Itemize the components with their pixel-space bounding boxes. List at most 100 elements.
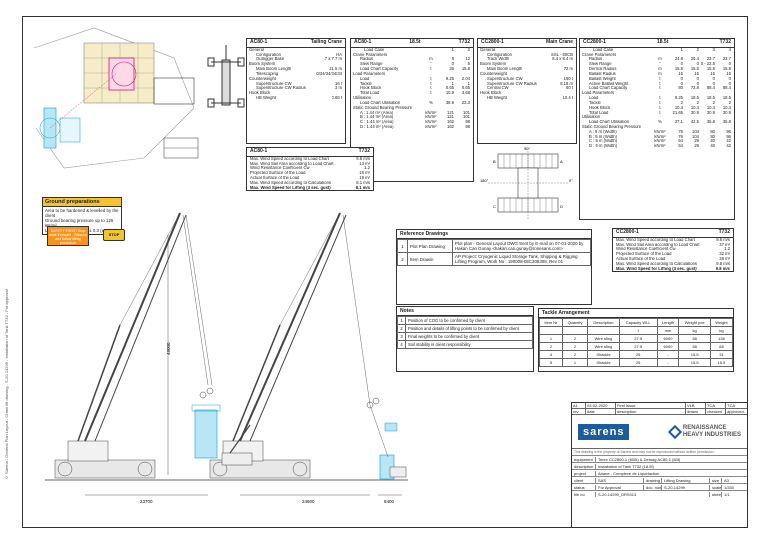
equipment-value: Terex CC2800-1 (600t) & Demag AC80-1 (80… <box>598 456 681 462</box>
side-disclaimer: © Sarens - General Plan Layout - Crane l… <box>4 289 9 480</box>
disclaimer: This drawing is the property of Sarens a… <box>574 450 715 454</box>
stop-badge: STOP <box>103 229 125 241</box>
svg-text:A: A <box>560 159 563 164</box>
table-row: 1 Plot Plan Drawing Plot plan - General … <box>397 239 591 253</box>
section-boom: Boom System <box>249 61 276 67</box>
dim-mid-span: 24600 <box>302 499 315 504</box>
table-row: Max. Wind Sail Area according to Load Ch… <box>616 242 730 247</box>
dim-boom-height: 49000 <box>166 342 171 355</box>
svg-text:B: B <box>493 159 496 164</box>
revision-header-row: rev date description drawn checked appro… <box>572 409 747 415</box>
angle-top: 90° <box>524 146 530 151</box>
dim-right-span: 8400 <box>384 499 395 504</box>
main-crane-elevation-2 <box>209 212 371 479</box>
table-row: 2 Item Drawin AP Project: Cryogenic Liqu… <box>397 252 591 266</box>
description-value: Installation of Tank T732 (18.5t) <box>598 463 654 469</box>
ac80-outrigger-plan <box>207 45 245 108</box>
cc2800-track-plan: 90° 180° 0° B A C D <box>480 146 573 220</box>
renaissance-diamond-icon <box>667 424 682 439</box>
reference-title: Reference Drawings <box>397 230 591 239</box>
ground-prep-line: Ground bearing pressure up to 125 kN/m² <box>45 218 114 228</box>
title-block: A1 03-02-2020 First Issue VLB TCA TCA re… <box>571 402 748 528</box>
svg-text:D: D <box>560 204 563 209</box>
ground-prep-line: Area to be hardened & levelled by the cl… <box>45 208 119 218</box>
reference-drawings: Reference Drawings 1 Plot Plan Drawing P… <box>396 229 592 305</box>
site-plan-view <box>24 18 214 183</box>
ground-prep-title: Ground preparations <box>43 198 121 207</box>
section-general: General <box>249 46 264 52</box>
revision-row: A1 03-02-2020 First Issue VLB TCA TCA <box>572 403 747 409</box>
angle-left: 180° <box>480 178 489 183</box>
table-row: Max. Wind Sail Area according to Load Ch… <box>250 161 370 166</box>
tank-load-1 <box>194 409 218 459</box>
section-counterweight: Counterweight <box>249 75 277 81</box>
tackle-title: Tackle Arrangement <box>539 309 733 318</box>
dim-left-span: 23700 <box>140 499 153 504</box>
table-row: Max. Wind Speed according to Calculation… <box>616 261 730 266</box>
table-row: Max. Wind Speed for Lifting (3 sec. gust… <box>250 185 370 190</box>
notes-title: Notes <box>397 307 533 316</box>
crane-id: AC80-1 <box>250 39 268 45</box>
main-crane-elevation-1 <box>54 212 213 479</box>
section-hook: Hook Block <box>249 90 271 96</box>
crane-role: Tailing Crane <box>310 39 342 45</box>
safety-warning: SAFETY FIRST! Stop work if unsafe - Disc… <box>47 226 89 246</box>
